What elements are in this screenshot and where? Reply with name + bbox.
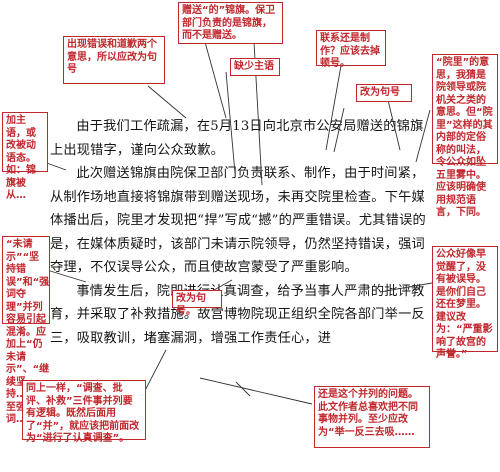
annotation-right-public: 公众好像早觉醒了，没有被误导。是你们自己还在梦里。建议改为：“严重影响了故宫的声… bbox=[432, 246, 498, 360]
annotation-left-passive: 加主语，或改被动语态。如：锦旗被从… bbox=[2, 112, 48, 201]
paragraph-3: 事情发生后，院即进行认真调查，给予当事人严肃的批评教育，并采取了补救措施。故宫博… bbox=[50, 283, 425, 346]
annotation-bottom-right: 还是这个并列的问题。此文作者总喜欢把不同事物并列。至少应改为“举一反三去吸…… bbox=[314, 386, 430, 448]
paragraph-2: 此次赠送锦旗由院保卫部门负责联系、制作，由于时间紧，从制作场地直接将锦旗带到赠送… bbox=[50, 166, 426, 275]
annotation-missing-subject: 缺少主语 bbox=[230, 58, 280, 76]
paragraph-1: 由于我们工作疏漏，在5月13日向北京市公安局赠送的锦旗上出现错字，谨向公众致歉。 bbox=[50, 119, 424, 158]
letter-body: 由于我们工作疏漏，在5月13日向北京市公安局赠送的锦旗上出现错字，谨向公众致歉。… bbox=[50, 115, 432, 350]
annotation-left-weiqingshi: “未请示”“坚持错误”和“强词夺理”并列容易引起混淆。应加上“仍未请示”、“继续… bbox=[2, 236, 59, 425]
annotation-top-center: 赠送“的”锦旗。保卫部门负责的是锦旗，而不是赠送。 bbox=[178, 2, 283, 44]
annotation-top-right: 联系还是制作？应该去掉顿号。 bbox=[316, 30, 386, 69]
annotation-change-period: 改为句号 bbox=[356, 84, 412, 102]
annotation-change-period-2: 改为句号。 bbox=[172, 290, 222, 317]
annotation-upper-left: 出现错误和道歉两个意思，所以应改为句号 bbox=[63, 36, 165, 84]
annotation-bottom-left: 同上一样，“调查、批评、补救”三件事并列要有逻辑。既然后面用了“并”，就应该把前… bbox=[22, 380, 146, 444]
annotation-far-right-top: “院里”的意思，我猜是院领导或院机关之类的意思。但“院里”这样的其内部的定俗称的… bbox=[432, 54, 498, 218]
